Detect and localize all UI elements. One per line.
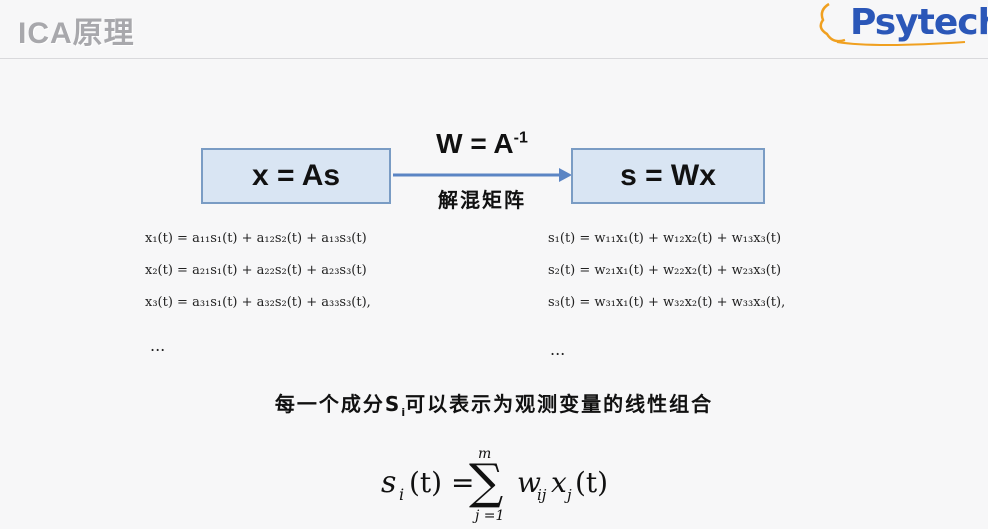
component-statement: 每一个成分Si可以表示为观测变量的线性组合 [274, 392, 714, 419]
unmixing-equation-1: s₁(t) = w₁₁x₁(t) + w₁₂x₂(t) + w₁₃x₃(t) [548, 231, 782, 246]
psytech-logo-icon [819, 2, 966, 46]
unmixing-model-box: s = Wx [571, 148, 765, 204]
page-title: ICA原理 [18, 17, 135, 50]
formula-sum-upper: m [478, 446, 491, 462]
formula-lhs-arg: (t) = [409, 466, 474, 499]
mixing-equation-2: x₂(t) = a₂₁s₁(t) + a₂₂s₂(t) + a₂₃s₃(t) [145, 263, 367, 278]
mixing-equation-3: x₃(t) = a₃₁s₁(t) + a₃₂s₂(t) + a₃₃s₃(t), [145, 295, 371, 310]
linear-combination-formula: s i (t) = m ∑ j =1 w ij x j (t) [381, 446, 608, 524]
mixing-model-label: x = As [251, 159, 341, 192]
unmixing-matrix-label: 解混矩阵 [438, 188, 526, 212]
formula-w-sub: ij [537, 486, 547, 504]
header-divider [0, 58, 988, 59]
mixing-equation-1: x₁(t) = a₁₁s₁(t) + a₁₂s₂(t) + a₁₃s₃(t) [145, 231, 367, 246]
unmixing-equation-2: s₂(t) = w₂₁x₁(t) + w₂₂x₂(t) + w₂₃x₃(t) [548, 263, 782, 278]
formula-s-sub: i [399, 485, 404, 504]
formula-w: w [517, 466, 541, 499]
unmixing-equation-3: s₃(t) = w₃₁x₁(t) + w₃₂x₂(t) + w₃₃x₃(t), [548, 295, 786, 310]
unmixing-model-label: s = Wx [620, 159, 716, 192]
formula-x-sub: j [564, 486, 572, 504]
unmixing-ellipsis: ... [550, 340, 566, 359]
formula-x: x [551, 466, 567, 499]
unmixing-matrix-formula: W = A-1 [436, 128, 528, 159]
mixing-model-box: x = As [201, 148, 391, 204]
arrow-right-icon [393, 168, 572, 182]
formula-s: s [381, 465, 396, 500]
formula-sigma: ∑ [469, 454, 503, 510]
logo-text: Psytech [850, 2, 988, 43]
formula-x-arg: (t) [575, 466, 608, 499]
formula-sum-lower: j =1 [472, 508, 504, 524]
mixing-ellipsis: ... [150, 336, 166, 355]
